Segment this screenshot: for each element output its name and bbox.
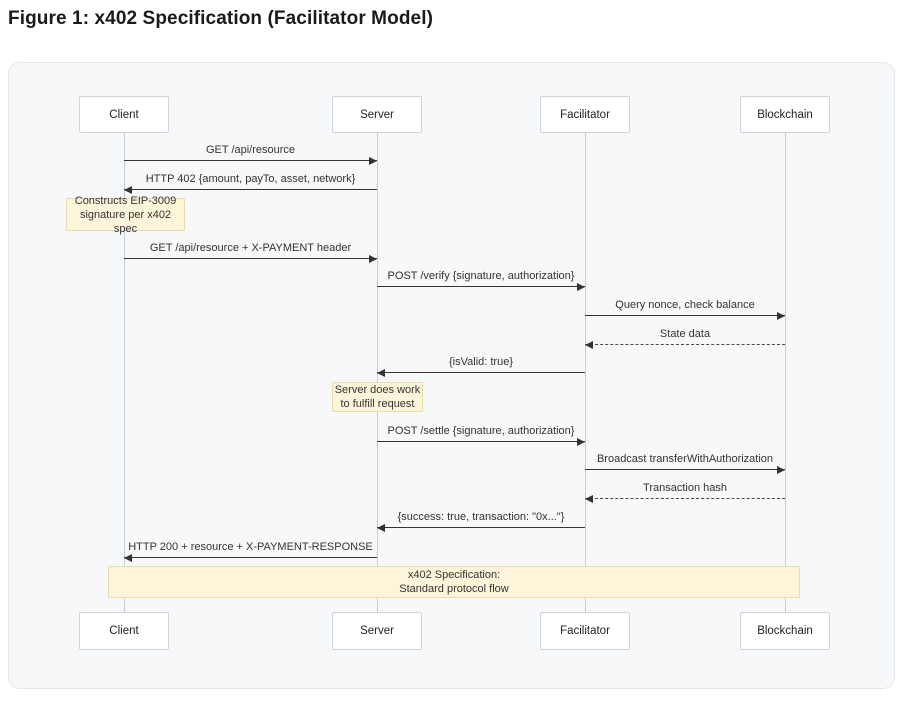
- actor-box-server-bottom: Server: [332, 612, 422, 650]
- message-line: [124, 160, 377, 161]
- lifeline-blockchain: [784, 133, 786, 612]
- message-arrowhead: [377, 368, 385, 377]
- message-label: POST /settle {signature, authorization}: [387, 425, 575, 437]
- message-arrowhead: [369, 254, 377, 263]
- figure-title: Figure 1: x402 Specification (Facilitato…: [8, 8, 433, 29]
- message-line: [585, 315, 785, 316]
- message-label: {success: true, transaction: "0x..."}: [397, 511, 565, 523]
- message-label: Broadcast transferWithAuthorization: [596, 453, 774, 465]
- message-arrowhead: [369, 156, 377, 165]
- note-box-3: x402 Specification: Standard protocol flo…: [108, 566, 800, 598]
- note-box-2: Server does work to fulfill request: [332, 382, 423, 412]
- message-line: [377, 441, 585, 442]
- note-line: signature per x402 spec: [79, 208, 172, 235]
- message-arrowhead: [577, 282, 585, 291]
- actor-box-blockchain-top: Blockchain: [740, 96, 830, 133]
- message-arrowhead: [124, 185, 132, 194]
- message-arrowhead: [577, 437, 585, 446]
- message-label: Query nonce, check balance: [615, 299, 755, 311]
- message-line: [377, 527, 585, 528]
- note-line: to fulfill request: [340, 398, 415, 410]
- message-label: GET /api/resource: [205, 144, 296, 156]
- message-line: [124, 258, 377, 259]
- note-line: x402 Specification:: [407, 569, 501, 581]
- message-label: HTTP 402 {amount, payTo, asset, network}: [145, 173, 356, 185]
- message-line: [377, 372, 585, 373]
- message-line: [585, 498, 785, 499]
- message-line: [585, 344, 785, 345]
- note-line: Standard protocol flow: [399, 583, 509, 595]
- message-label: HTTP 200 + resource + X-PAYMENT-RESPONSE: [128, 541, 373, 553]
- message-arrowhead: [777, 465, 785, 474]
- actor-box-server-top: Server: [332, 96, 422, 133]
- message-line: [377, 286, 585, 287]
- message-arrowhead: [124, 553, 132, 562]
- message-line: [124, 189, 377, 190]
- message-line: [585, 469, 785, 470]
- message-label: Transaction hash: [643, 482, 727, 494]
- message-label: State data: [659, 328, 711, 340]
- message-label: {isValid: true}: [448, 356, 514, 368]
- actor-box-blockchain-bottom: Blockchain: [740, 612, 830, 650]
- actor-box-facilitator-bottom: Facilitator: [540, 612, 630, 650]
- actor-box-client-bottom: Client: [79, 612, 169, 650]
- message-arrowhead: [585, 494, 593, 503]
- actor-box-client-top: Client: [79, 96, 169, 133]
- message-line: [124, 557, 377, 558]
- lifeline-client: [123, 133, 125, 612]
- lifeline-facilitator: [584, 133, 586, 612]
- note-line: Constructs EIP-3009: [74, 194, 177, 207]
- message-arrowhead: [777, 311, 785, 320]
- actor-box-facilitator-top: Facilitator: [540, 96, 630, 133]
- message-label: POST /verify {signature, authorization}: [387, 270, 575, 282]
- message-label: GET /api/resource + X-PAYMENT header: [149, 242, 352, 254]
- message-arrowhead: [377, 523, 385, 532]
- note-line: Server does work: [334, 384, 421, 396]
- message-arrowhead: [585, 340, 593, 349]
